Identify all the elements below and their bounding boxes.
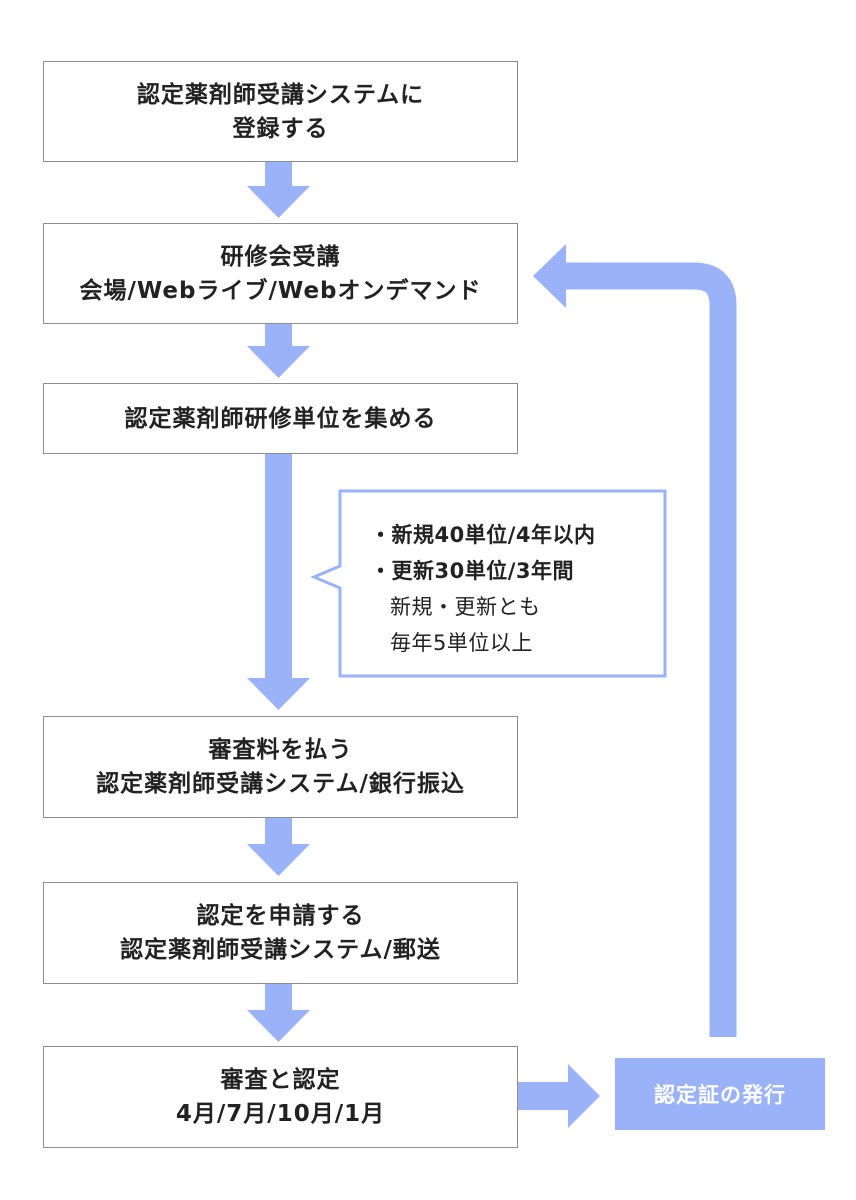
down-arrow-3 <box>247 454 310 710</box>
step-apply-certification: 認定を申請する 認定薬剤師受講システム/郵送 <box>43 882 518 984</box>
step-attend-seminar: 研修会受講 会場/Webライブ/Webオンデマンド <box>43 223 518 324</box>
step-register: 認定薬剤師受講システムに 登録する <box>43 61 518 162</box>
step-pay-fee: 審査料を払う 認定薬剤師受講システム/銀行振込 <box>43 716 518 818</box>
note-line-1: ・新規40単位/4年以内 <box>370 523 596 547</box>
step-attend-seminar-line-2: 会場/Webライブ/Webオンデマンド <box>79 277 482 304</box>
certificate-issue-box: 認定証の発行 <box>615 1058 825 1130</box>
down-arrow-4 <box>247 818 310 876</box>
step-pay-fee-line-1: 審査料を払う <box>208 737 353 763</box>
step-apply-certification-line-1: 認定を申請する <box>196 903 365 929</box>
certificate-issue-label: 認定証の発行 <box>654 1083 786 1107</box>
right-arrow <box>518 1064 600 1128</box>
down-arrow-5 <box>247 984 310 1042</box>
note-bubble <box>310 489 667 678</box>
note-line-2: ・更新30単位/3年間 <box>370 559 575 583</box>
down-arrow-2 <box>247 324 310 378</box>
step-pay-fee-line-2: 認定薬剤師受講システム/銀行振込 <box>96 771 465 797</box>
note-content: ・新規40単位/4年以内 ・更新30単位/3年間 新規・更新とも 毎年5単位以上 <box>370 517 596 661</box>
step-review-certify-line-1: 審査と認定 <box>220 1067 341 1093</box>
step-register-line-2: 登録する <box>232 115 329 142</box>
step-attend-seminar-line-1: 研修会受講 <box>220 243 341 270</box>
step-review-certify: 審査と認定 4月/7月/10月/1月 <box>43 1046 518 1148</box>
step-collect-credits: 認定薬剤師研修単位を集める <box>43 383 518 454</box>
step-register-line-1: 認定薬剤師受講システムに <box>136 81 425 108</box>
step-review-certify-line-2: 4月/7月/10月/1月 <box>175 1101 386 1127</box>
step-collect-credits-line-1: 認定薬剤師研修単位を集める <box>124 405 437 432</box>
note-line-4: 毎年5単位以上 <box>390 631 533 655</box>
return-loop-arrow <box>533 244 737 1037</box>
step-apply-certification-line-2: 認定薬剤師受講システム/郵送 <box>120 937 441 963</box>
note-line-3: 新規・更新とも <box>390 595 541 619</box>
down-arrow-1 <box>247 162 310 218</box>
